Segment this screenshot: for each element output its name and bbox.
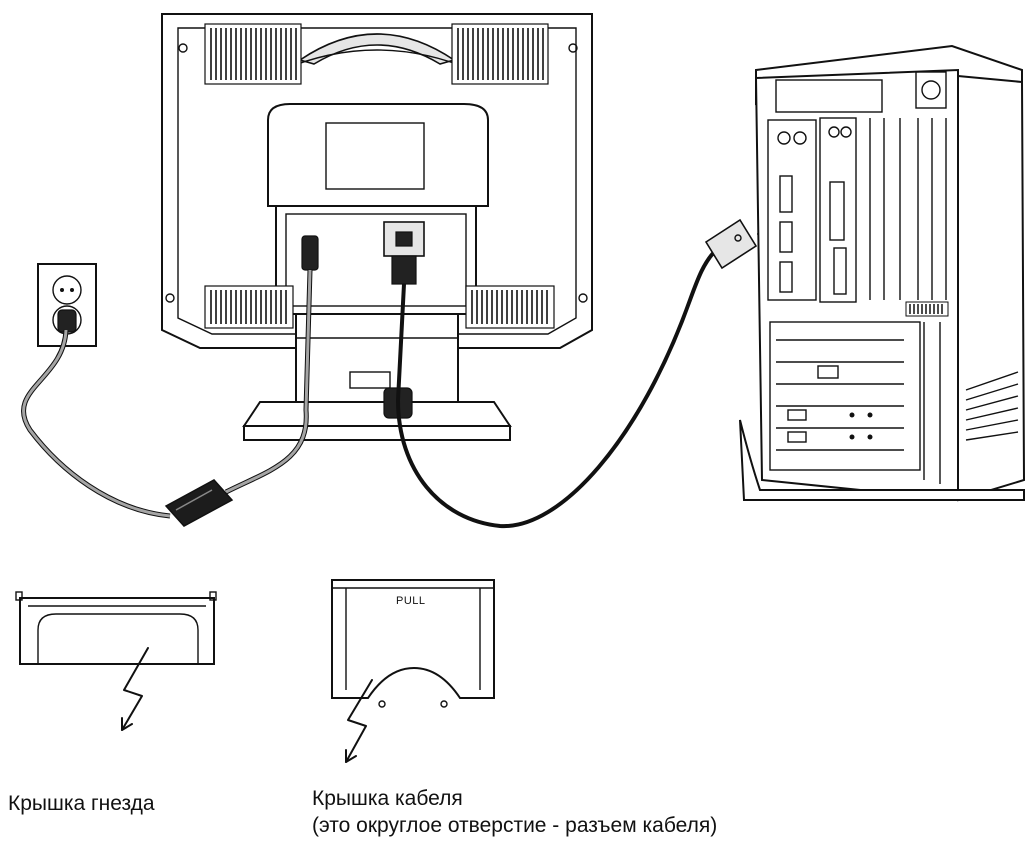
vent-slots (457, 28, 544, 80)
monitor-vga-connector (383, 221, 425, 285)
cable-cover-caption: Крышка кабеля (это округлое отверстие - … (312, 785, 717, 839)
vent-slots (210, 290, 287, 324)
pull-label: PULL (396, 595, 426, 607)
vga-signal-cable (395, 248, 718, 529)
jack-cover-drawing (15, 591, 217, 731)
jack-cover-caption: Крышка гнезда (8, 792, 155, 815)
ac-power-cable (21, 329, 171, 519)
cable-cover-caption-line2: (это округлое отверстие - разъем кабеля) (312, 814, 718, 837)
cable-cover-caption-line1: Крышка кабеля (312, 787, 463, 810)
vent-slots (471, 290, 548, 324)
cable-cover-drawing (331, 579, 495, 763)
computer-tower-icon (739, 44, 1026, 502)
dc-in-plug (301, 235, 319, 271)
vent-slots (210, 28, 297, 80)
wall-outlet-icon (37, 263, 97, 347)
power-adapter-icon (164, 479, 234, 527)
